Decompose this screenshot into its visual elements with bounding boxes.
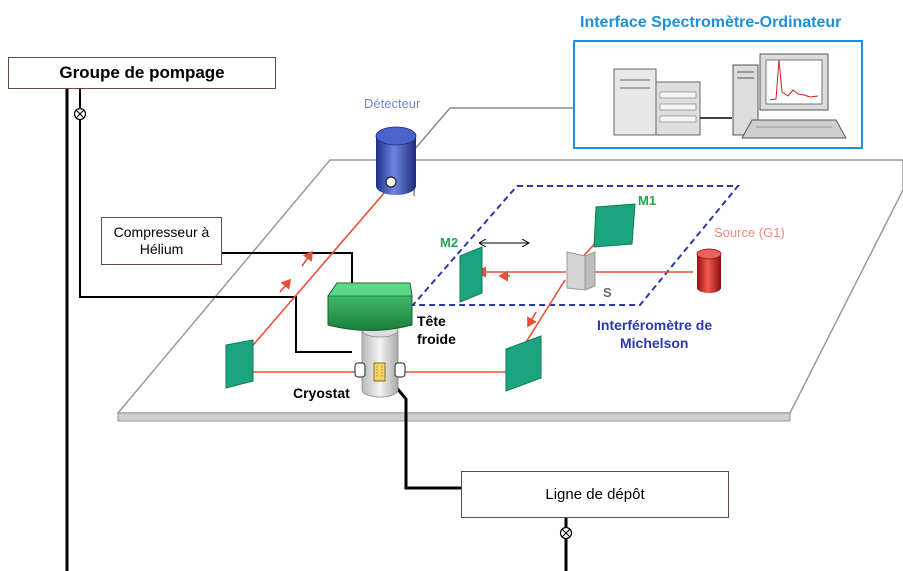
cold-head-label-line2: froide xyxy=(417,331,456,347)
compressor-box: Compresseur à Hélium xyxy=(101,217,222,265)
mirror-bottom-right[interactable] xyxy=(505,335,542,392)
pumping-group-box: Groupe de pompage xyxy=(8,57,276,89)
interface-title: Interface Spectromètre-Ordinateur xyxy=(580,14,842,31)
detector[interactable] xyxy=(375,126,417,195)
source-label: Source (G1) xyxy=(714,225,785,240)
interface-box xyxy=(573,40,863,149)
mirror-bottom-left[interactable] xyxy=(225,339,254,389)
cold-head-label-line1: Tête xyxy=(417,313,446,329)
compressor-label-line1: Compresseur à xyxy=(113,224,210,240)
optical-table xyxy=(116,159,903,414)
vacuum-lines xyxy=(65,86,574,571)
interferometer-label-line1: Interféromètre de xyxy=(597,317,713,333)
cryostat[interactable] xyxy=(354,322,406,398)
optical-table-edge xyxy=(117,412,791,422)
beam-splitter[interactable] xyxy=(566,251,586,291)
compressor-label-line2: Hélium xyxy=(139,241,184,257)
mirror-m1[interactable] xyxy=(593,203,636,248)
cryostat-label: Cryostat xyxy=(293,385,350,401)
mirror-m2-label: M2 xyxy=(440,235,459,250)
source-g1[interactable] xyxy=(696,248,722,293)
detector-label: Détecteur xyxy=(364,96,421,111)
interferometer-label-line2: Michelson xyxy=(620,335,689,351)
computer-monitor[interactable] xyxy=(741,53,847,139)
deposit-line-box: Ligne de dépôt xyxy=(461,471,729,518)
pumping-group-label: Groupe de pompage xyxy=(59,63,225,82)
cold-head[interactable] xyxy=(327,282,413,331)
mirror-m1-label: M1 xyxy=(638,193,657,208)
beam-splitter-label: S xyxy=(603,285,612,300)
valve-icon[interactable] xyxy=(559,526,573,540)
mirror-m2[interactable] xyxy=(459,246,483,303)
interferometer-outline xyxy=(410,185,741,306)
deposit-line-label: Ligne de dépôt xyxy=(545,486,645,503)
spectrometer-unit[interactable] xyxy=(613,68,701,136)
valve-icon[interactable] xyxy=(73,107,87,121)
